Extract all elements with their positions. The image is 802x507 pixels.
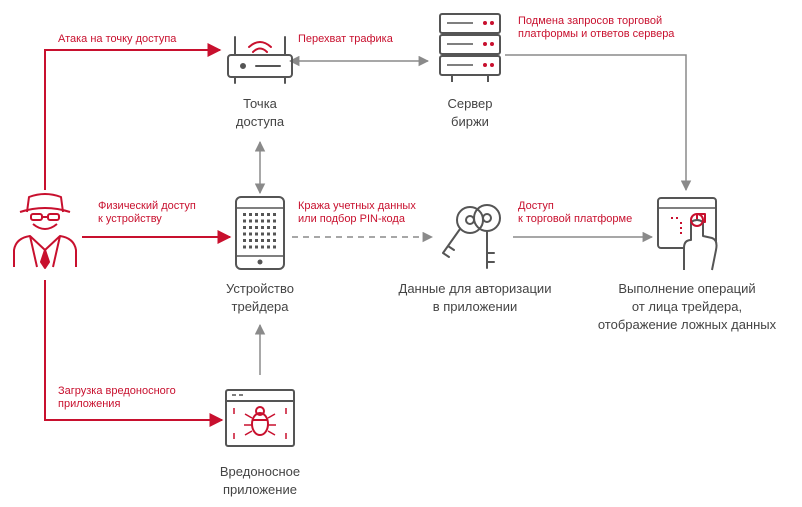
auth-data-label: Данные для авторизации в приложении (375, 280, 575, 316)
edge-label-substitution-line2: платформы и ответов сервера (518, 28, 675, 40)
edge-label-intercept: Перехват трафика (298, 33, 393, 45)
wifi-router-icon (227, 36, 293, 84)
pin-dot (255, 219, 258, 223)
pin-dot (243, 226, 246, 229)
pin-dot (255, 232, 258, 236)
pin-dot (249, 245, 252, 249)
edge-label-platform: Доступ к торговой платформе (518, 200, 632, 226)
pin-dot (267, 245, 270, 249)
edge-label-physical: Физический доступ к устройству (98, 200, 196, 226)
pin-dot (273, 226, 276, 229)
pin-dot (255, 226, 258, 229)
pin-dot (249, 226, 252, 229)
edge-label-malware-line2: приложения (58, 398, 121, 410)
pin-dot (243, 213, 246, 216)
pin-dot (273, 245, 276, 249)
edge-label-theft-line2: или подбор PIN-кода (298, 213, 405, 225)
edge-label-substitution: Подмена запросов торговой платформы и от… (518, 15, 674, 41)
exchange-server-label: Сервер биржи (410, 95, 530, 131)
edge-label-platform-line1: Доступ (518, 200, 554, 212)
operations-line1: Выполнение операций (618, 281, 756, 296)
pin-dot (273, 239, 276, 242)
pin-dot (243, 232, 246, 236)
pin-dot (243, 239, 246, 242)
pin-dot (267, 226, 270, 229)
edge-label-malware: Загрузка вредоносного приложения (58, 385, 176, 411)
pin-dot (261, 226, 264, 229)
trader-device-label: Устройство трейдера (190, 280, 330, 316)
pin-dot (261, 232, 264, 236)
access-point-label: Точка доступа (200, 95, 320, 131)
exchange-server-line1: Сервер (447, 96, 493, 111)
operations-label: Выполнение операций от лица трейдера, от… (580, 280, 794, 334)
pin-dot (261, 219, 264, 223)
edge-label-platform-line2: к торговой платформе (518, 213, 633, 225)
pin-dot (273, 232, 276, 236)
trader-device-line1: Устройство (225, 281, 294, 296)
auth-data-line1: Данные для авторизации (398, 281, 552, 296)
edge-label-theft: Кража учетных данных или подбор PIN-кода (298, 200, 416, 226)
pin-dot (267, 219, 270, 223)
malware-label: Вредоносное приложение (190, 463, 330, 499)
pin-grid (243, 213, 276, 249)
edge-label-malware-line1: Загрузка вредоносного (58, 385, 176, 397)
operations-line3: отображение ложных данных (597, 317, 777, 332)
pin-dot (273, 213, 276, 216)
pin-dot (261, 245, 264, 249)
pin-dot (243, 245, 246, 249)
malware-line2: приложение (223, 482, 297, 497)
hacker-spy-icon (13, 193, 77, 269)
edge-label-theft-line1: Кража учетных данных (298, 200, 416, 212)
pin-dot (249, 232, 252, 236)
bug-window-icon (225, 389, 295, 447)
pin-dot (255, 239, 258, 242)
pin-dot (267, 213, 270, 216)
pin-dot (273, 219, 276, 223)
pin-dot (261, 239, 264, 242)
pin-dot (249, 239, 252, 242)
exchange-server-line2: биржи (451, 114, 489, 129)
pin-dot (267, 232, 270, 236)
auth-data-line2: в приложении (432, 299, 518, 314)
edge-label-attack-ap: Атака на точку доступа (58, 33, 177, 45)
edge-label-physical-line2: к устройству (98, 213, 162, 225)
access-point-line2: доступа (235, 114, 285, 129)
access-point-line1: Точка (243, 96, 277, 111)
edge-request-substitution (505, 54, 692, 192)
edge-label-substitution-line1: Подмена запросов торговой (518, 15, 663, 27)
pin-dot (249, 219, 252, 223)
malware-line1: Вредоносное (219, 464, 301, 479)
pin-dot (249, 213, 252, 216)
trader-device-line2: трейдера (231, 299, 289, 314)
pin-dot (267, 239, 270, 242)
operations-line2: от лица трейдера, (631, 299, 743, 314)
pin-dot (261, 213, 264, 216)
edge-label-physical-line1: Физический доступ (98, 200, 196, 212)
pin-dot (255, 245, 258, 249)
touch-screen-icon (657, 197, 718, 271)
edge-attack-access-point (44, 43, 222, 190)
smartphone-icon (235, 196, 285, 270)
pin-dot (243, 219, 246, 223)
edge-malware-download (44, 280, 224, 427)
keys-icon (442, 204, 501, 269)
server-rack-icon (439, 13, 501, 82)
pin-dot (255, 213, 258, 216)
